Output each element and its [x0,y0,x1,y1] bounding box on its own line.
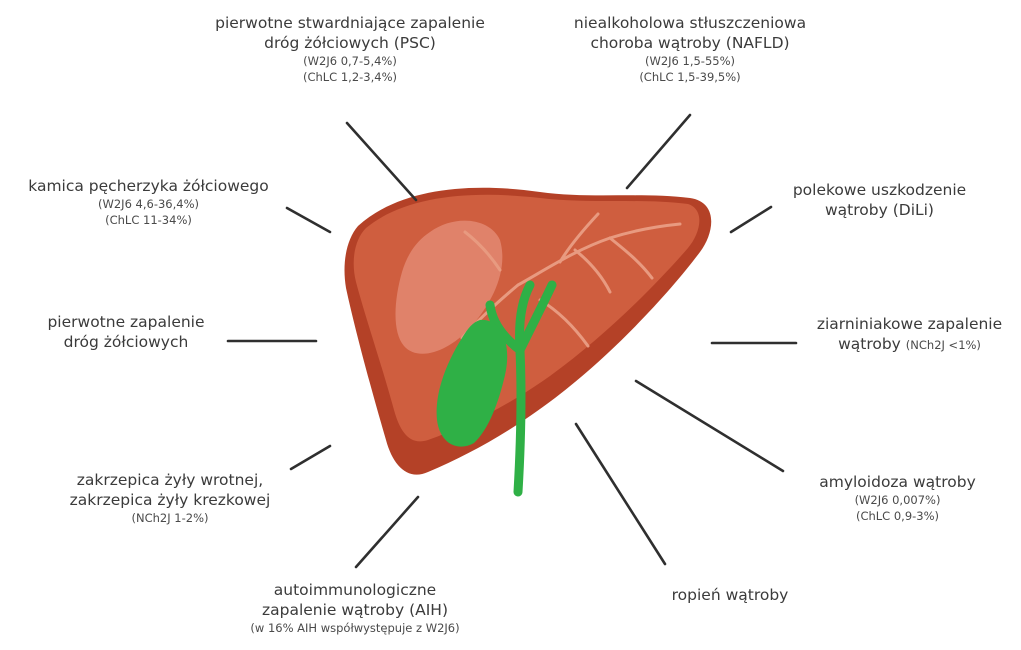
psc-title-1: pierwotne stwardniające zapalenie [185,13,515,33]
connector-nafld [627,115,690,188]
dili-title-1: polekowe uszkodzenie [772,180,987,200]
gallstones-sub-1: (W2J6 4,6-36,4%) [0,196,297,212]
thrombosis-title-1: zakrzepica żyły wrotnej, [40,470,300,490]
dili-title-2: wątroby (DiLi) [772,200,987,220]
gallstones-title: kamica pęcherzyka żółciowego [0,176,297,196]
label-psc: pierwotne stwardniające zapalenie dróg ż… [185,13,515,85]
label-gallstones: kamica pęcherzyka żółciowego (W2J6 4,6-3… [0,176,297,228]
connector-amyloidosis [636,381,783,471]
label-amyloidosis: amyloidoza wątroby (W2J6 0,007%) (ChLC 0… [790,472,1005,524]
label-dili: polekowe uszkodzenie wątroby (DiLi) [772,180,987,220]
aih-sub-1: (w 16% AIH współwystępuje z W2J6) [200,620,510,636]
label-pbc: pierwotne zapalenie dróg żółciowych [28,312,224,352]
connector-abscess [576,424,665,564]
aih-title-1: autoimmunologiczne [200,580,510,600]
label-granulomatous: ziarniniakowe zapalenie wątroby (NCh2J <… [800,314,1019,355]
pbc-title-2: dróg żółciowych [28,332,224,352]
psc-title-2: dróg żółciowych (PSC) [185,33,515,53]
abscess-title: ropień wątroby [630,585,830,605]
nafld-sub-1: (W2J6 1,5-55%) [535,53,845,69]
nafld-title-1: niealkoholowa stłuszczeniowa [535,13,845,33]
thrombosis-sub-1: (NCh2J 1-2%) [40,510,300,526]
psc-sub-1: (W2J6 0,7-5,4%) [185,53,515,69]
amyloidosis-sub-2: (ChLC 0,9-3%) [790,508,1005,524]
label-aih: autoimmunologiczne zapalenie wątroby (AI… [200,580,510,636]
label-thrombosis: zakrzepica żyły wrotnej, zakrzepica żyły… [40,470,300,526]
nafld-title-2: choroba wątroby (NAFLD) [535,33,845,53]
granulomatous-sub: (NCh2J <1%) [906,338,981,352]
pbc-title-1: pierwotne zapalenie [28,312,224,332]
nafld-sub-2: (ChLC 1,5-39,5%) [535,69,845,85]
amyloidosis-title: amyloidoza wątroby [790,472,1005,492]
granulomatous-title-2-main: wątroby [838,335,901,353]
connector-dili [731,207,771,232]
label-nafld: niealkoholowa stłuszczeniowa choroba wąt… [535,13,845,85]
label-abscess: ropień wątroby [630,585,830,605]
liver-icon [345,188,712,492]
granulomatous-title-2: wątroby (NCh2J <1%) [800,334,1019,355]
gallstones-sub-2: (ChLC 11-34%) [0,212,297,228]
granulomatous-title-1: ziarniniakowe zapalenie [800,314,1019,334]
connector-psc [347,123,416,200]
connector-thrombosis [291,446,330,469]
psc-sub-2: (ChLC 1,2-3,4%) [185,69,515,85]
aih-title-2: zapalenie wątroby (AIH) [200,600,510,620]
amyloidosis-sub-1: (W2J6 0,007%) [790,492,1005,508]
thrombosis-title-2: zakrzepica żyły krezkowej [40,490,300,510]
connector-aih [356,497,418,567]
